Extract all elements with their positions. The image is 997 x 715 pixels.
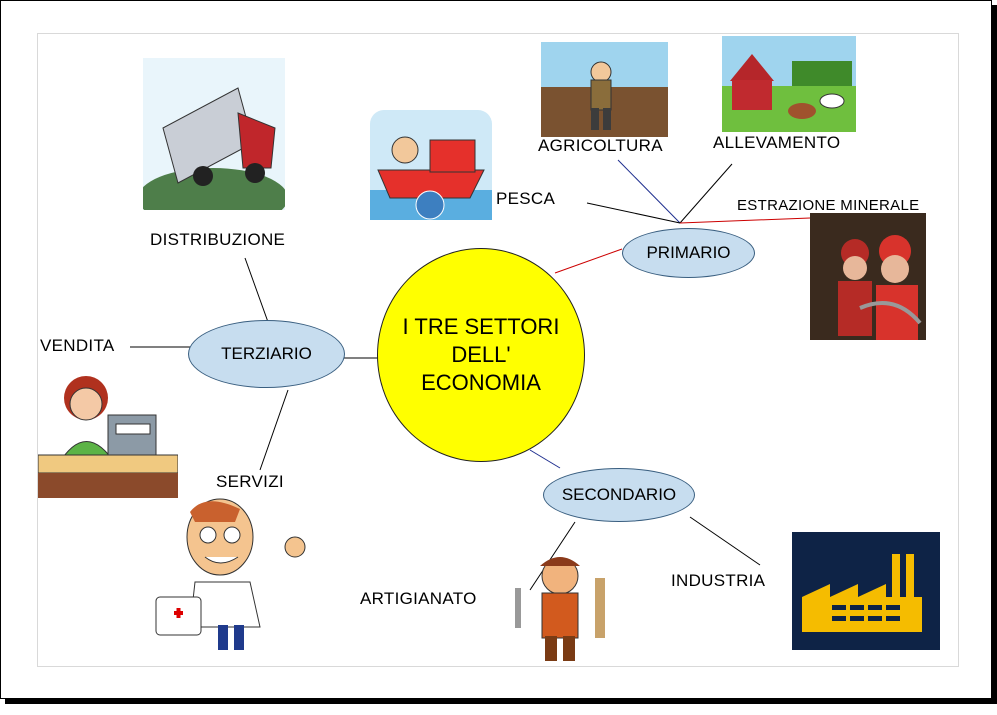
doctor-illustration — [155, 498, 306, 650]
label-distribuzione: DISTRIBUZIONE — [150, 230, 286, 249]
link-center-secondario — [529, 449, 561, 469]
factory-icon — [792, 532, 940, 650]
link-allevamento — [679, 163, 733, 224]
center-node: I TRE SETTORI DELL' ECONOMIA — [377, 248, 585, 462]
label-estrazione-minerale: ESTRAZIONE MINERALE — [737, 197, 920, 214]
label-pesca: PESCA — [496, 189, 556, 208]
diagram-canvas — [37, 33, 959, 667]
node-secondario: SECONDARIO — [543, 468, 695, 522]
link-distribuzione — [244, 257, 269, 323]
label-agricoltura: AGRICOLTURA — [538, 136, 663, 155]
link-center-primario — [554, 248, 623, 274]
label-servizi: SERVIZI — [216, 472, 284, 491]
link-agricoltura — [617, 159, 681, 224]
label-vendita: VENDITA — [40, 336, 115, 355]
link-pesca — [586, 202, 681, 224]
truck-illustration — [143, 58, 285, 210]
label-allevamento: ALLEVAMENTO — [713, 133, 841, 152]
label-artigianato: ARTIGIANATO — [360, 589, 477, 608]
farm-animals-illustration — [722, 36, 856, 132]
cashier-illustration — [38, 376, 178, 498]
link-industria — [689, 516, 761, 566]
link-artigianato — [529, 521, 576, 591]
link-servizi — [259, 389, 289, 471]
craftsman-illustration — [515, 557, 605, 661]
farmer-illustration — [541, 42, 668, 137]
node-terziario: TERZIARIO — [188, 320, 345, 388]
link-estrazione — [679, 217, 811, 224]
fishing-boat-illustration — [370, 110, 492, 220]
label-industria: INDUSTRIA — [671, 571, 766, 590]
miners-illustration — [810, 213, 926, 340]
node-primario: PRIMARIO — [622, 228, 755, 278]
